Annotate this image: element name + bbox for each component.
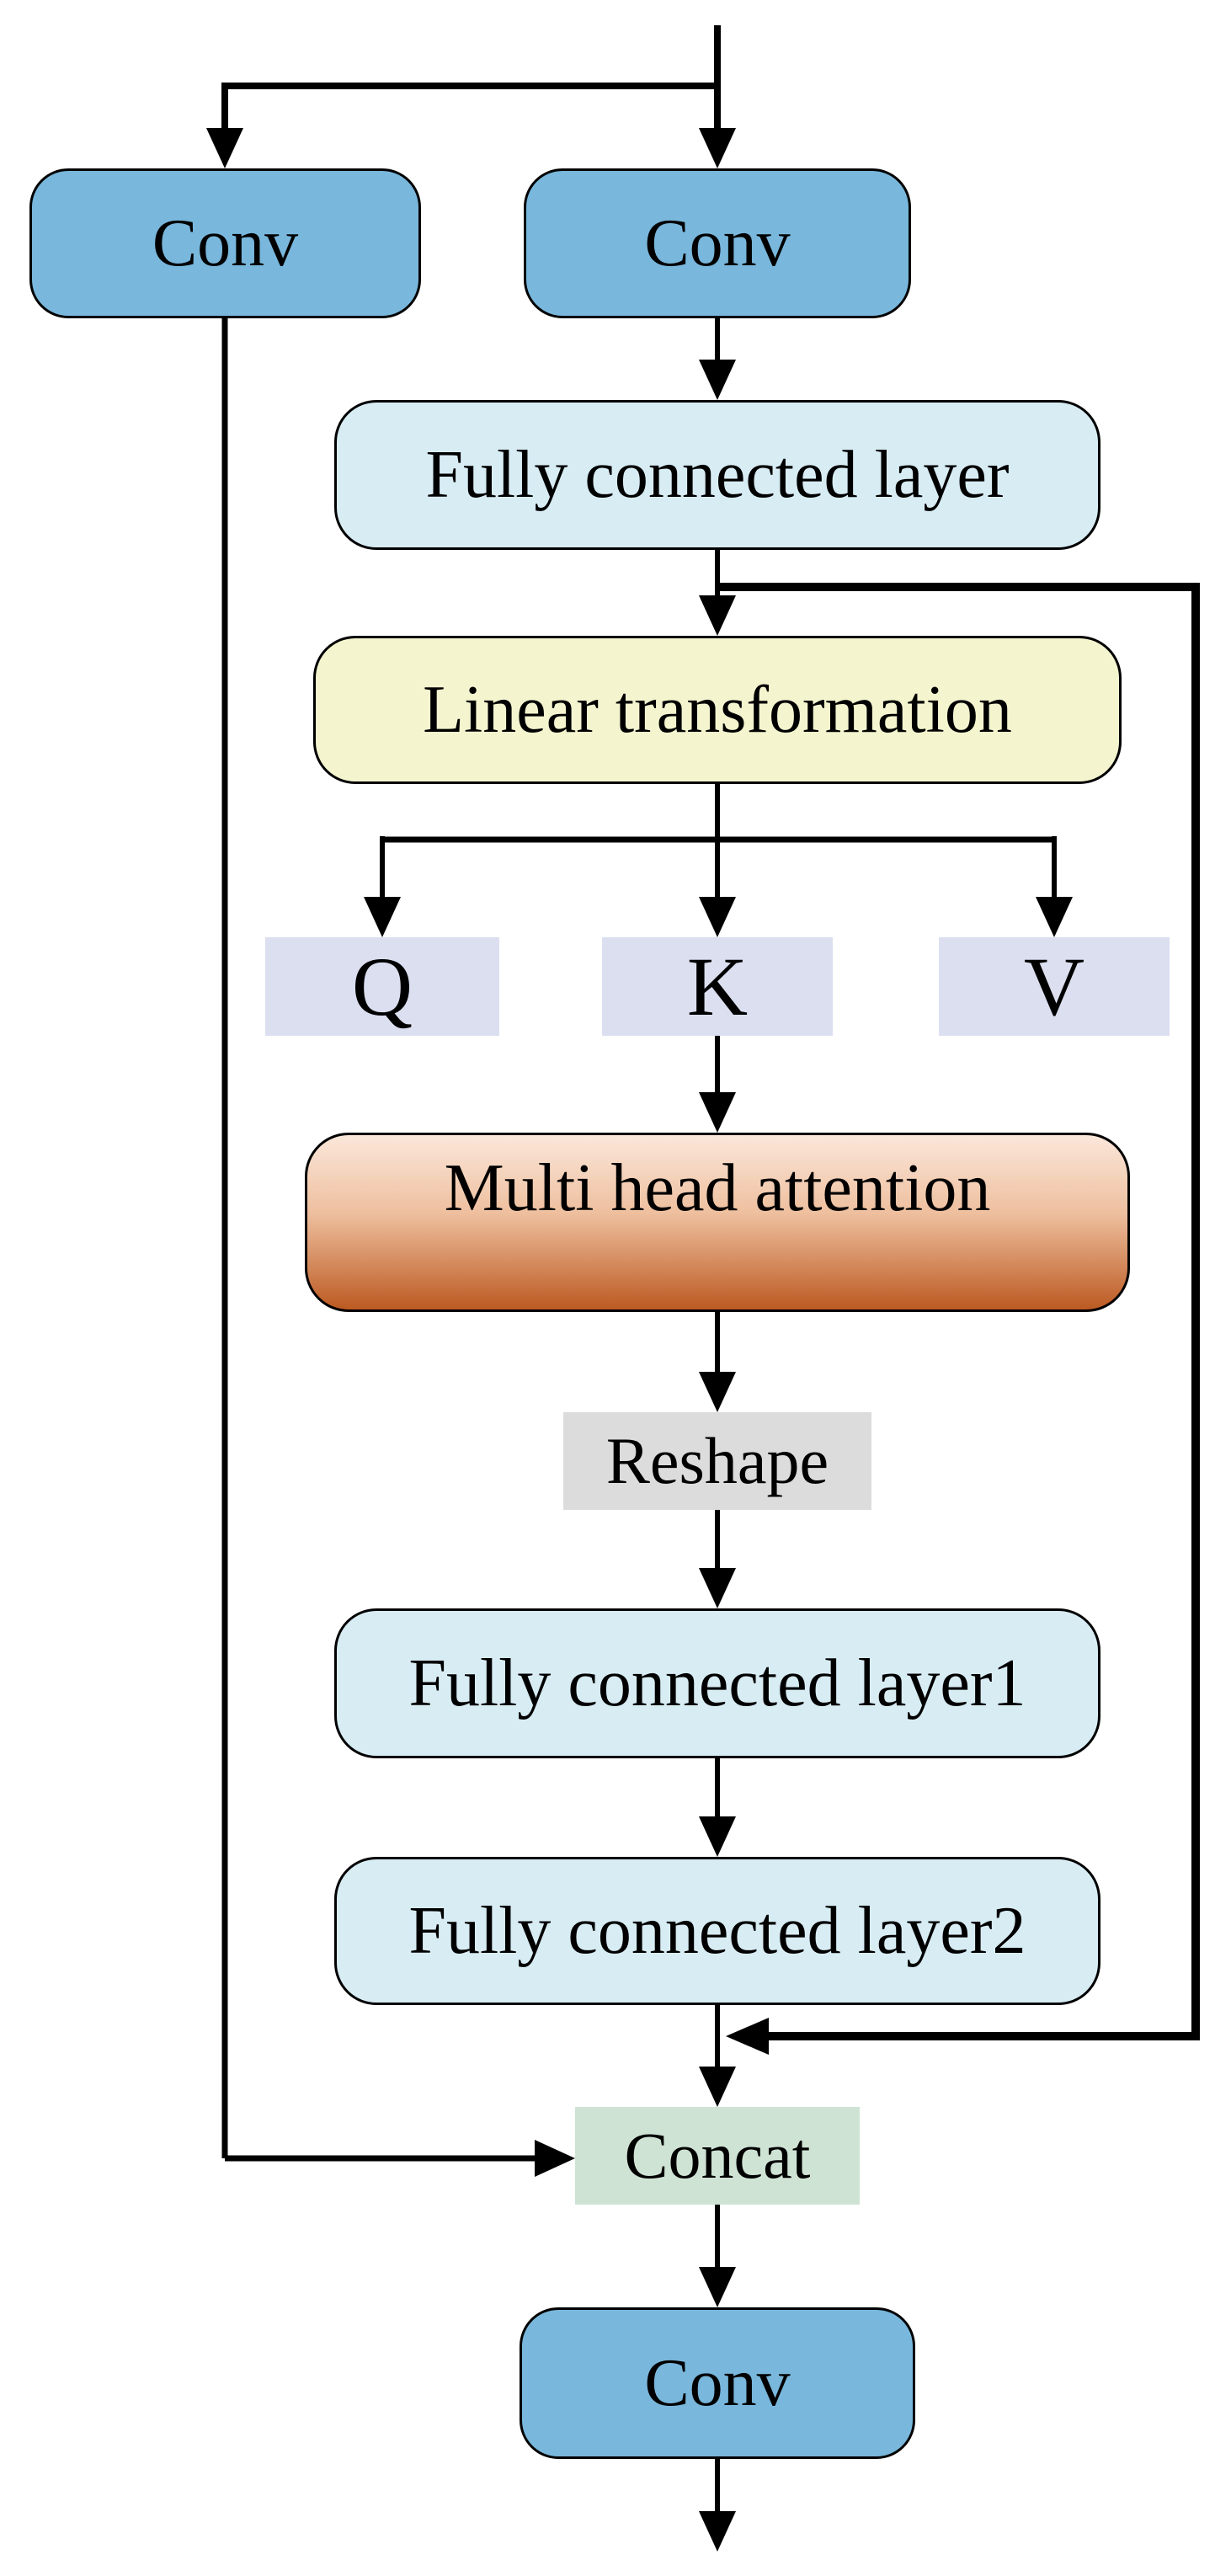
node-multi-head-attention: Multi head attention: [305, 1133, 1130, 1312]
edge-conv-left-to-concat: [221, 318, 575, 2177]
node-fully-connected-layer2: Fully connected layer2: [334, 1857, 1100, 2005]
node-v-label: V: [1023, 940, 1085, 1033]
node-linear-transformation: Linear transformation: [313, 636, 1122, 784]
arrowhead-down-icon: [364, 897, 401, 937]
node-v: V: [939, 937, 1170, 1036]
arrowhead-down-icon: [699, 897, 736, 937]
node-conv-left: Conv: [29, 168, 421, 318]
node-k-label: K: [686, 940, 749, 1033]
node-conv-output: Conv: [520, 2307, 915, 2459]
arrowhead-right-icon: [535, 2140, 575, 2177]
edge-reshape-to-fc1: [699, 1510, 736, 1608]
edge-k-to-mha: [699, 1036, 736, 1133]
node-lt-label: Linear transformation: [423, 672, 1012, 747]
edge-fc-bypass-right: [717, 583, 1200, 2055]
node-conv-left-label: Conv: [152, 205, 299, 280]
edge-conv-out-to-output: [699, 2459, 736, 2552]
edge-input-to-conv-top: [699, 25, 736, 168]
node-reshape: Reshape: [563, 1412, 871, 1510]
arrowhead-down-icon: [699, 1092, 736, 1133]
node-reshape-label: Reshape: [605, 1424, 829, 1497]
arrowhead-down-icon: [699, 1568, 736, 1608]
edge-fc1-to-fc2: [699, 1758, 736, 1857]
node-q-label: Q: [351, 940, 413, 1033]
node-concat-label: Concat: [624, 2119, 811, 2192]
arrowhead-down-icon: [699, 128, 736, 168]
arrowhead-down-icon: [699, 1372, 736, 1412]
edge-lt-to-qkv: [364, 784, 1073, 937]
arrowhead-down-icon: [699, 2511, 736, 2552]
arrowhead-down-icon: [699, 595, 736, 636]
node-fc2-label: Fully connected layer2: [408, 1893, 1026, 1968]
edge-input-to-conv-left: [206, 83, 720, 168]
arrowhead-down-icon: [1036, 897, 1073, 937]
node-fully-connected-layer: Fully connected layer: [334, 400, 1100, 550]
edge-fc2-to-concat: [699, 2005, 736, 2107]
node-fc1-label: Fully connected layer1: [408, 1645, 1026, 1720]
arrowhead-down-icon: [699, 2067, 736, 2107]
arrowhead-down-icon: [699, 360, 736, 400]
edge-concat-to-conv-out: [699, 2205, 736, 2307]
edge-mha-to-reshape: [699, 1312, 736, 1412]
node-q: Q: [265, 937, 499, 1036]
node-fully-connected-layer1: Fully connected layer1: [334, 1608, 1100, 1758]
node-conv-top-label: Conv: [644, 205, 791, 280]
node-mha-label: Multi head attention: [444, 1151, 991, 1225]
node-k: K: [602, 937, 833, 1036]
edge-fc-to-lt: [699, 550, 736, 636]
arrowhead-down-icon: [206, 128, 243, 168]
node-fc-label: Fully connected layer: [425, 437, 1010, 512]
node-conv-top: Conv: [524, 168, 911, 318]
node-conv-output-label: Conv: [644, 2345, 791, 2420]
node-concat: Concat: [575, 2107, 860, 2205]
edge-conv-top-to-fc: [699, 318, 736, 400]
arrowhead-down-icon: [699, 2267, 736, 2307]
arrowhead-down-icon: [699, 1816, 736, 1857]
arrowhead-left-icon: [726, 2018, 769, 2055]
